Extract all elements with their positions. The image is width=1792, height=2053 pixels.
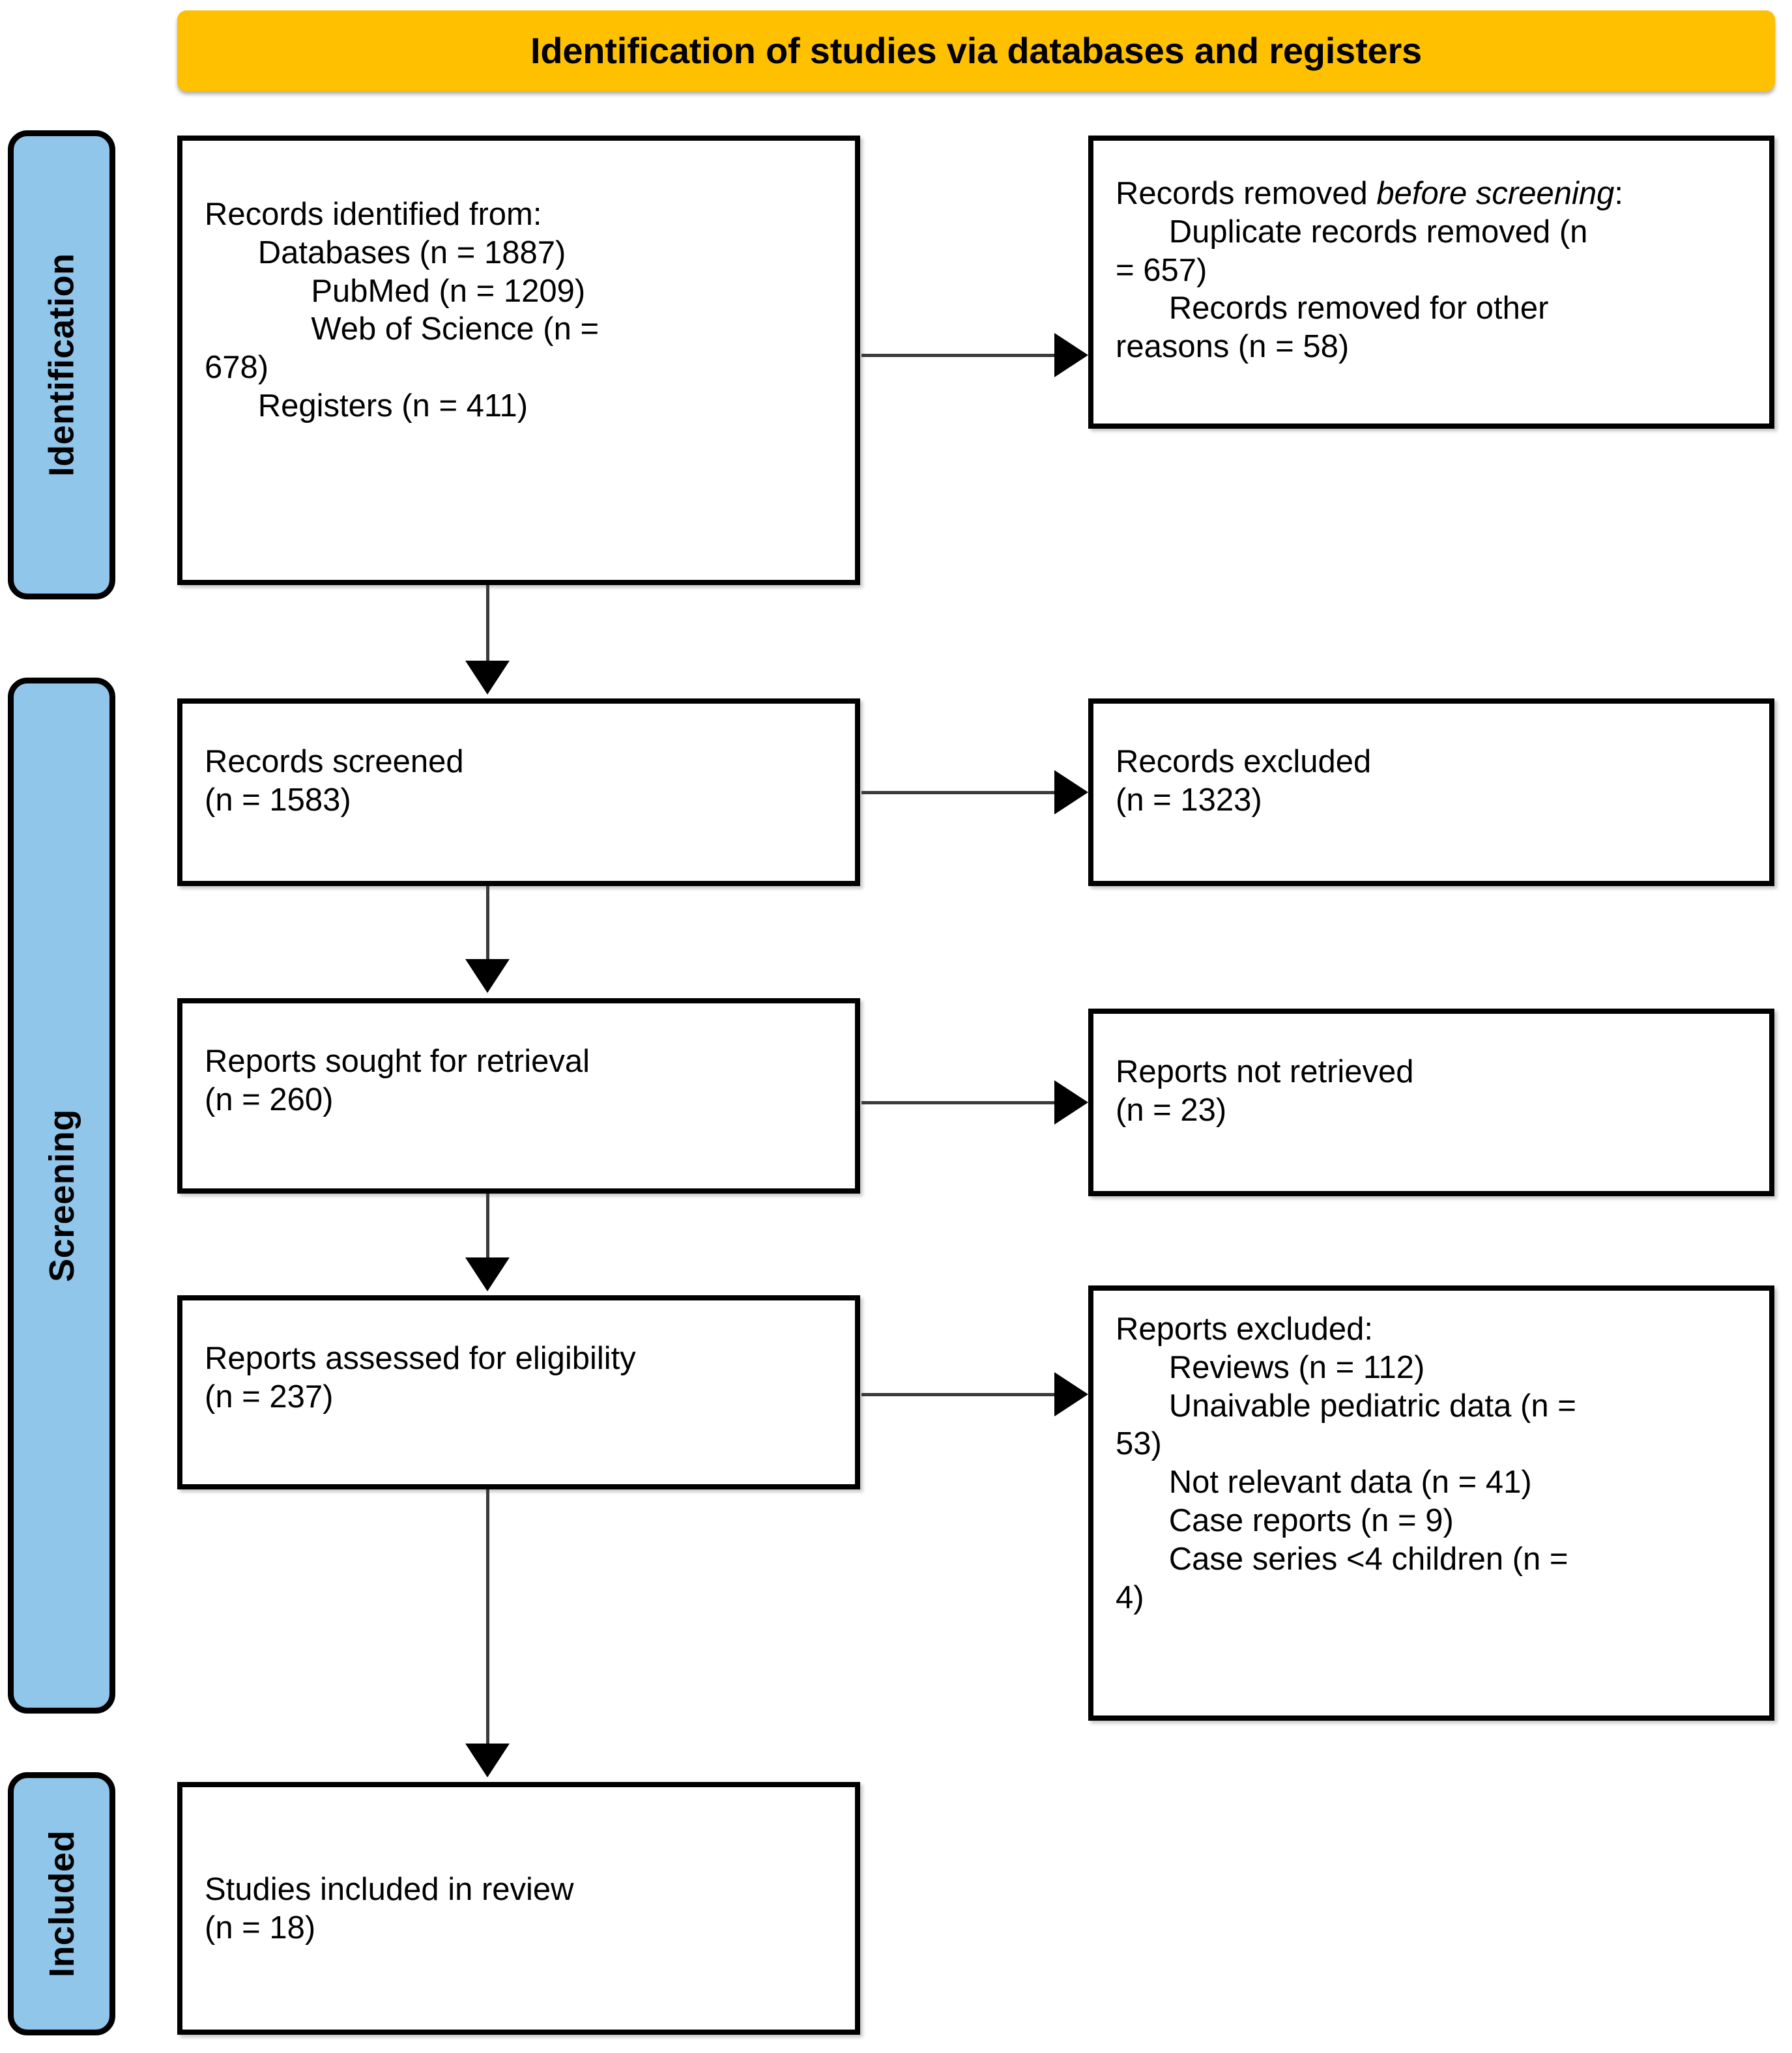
arrow-identified-to-screened-head [465, 661, 510, 695]
stage-label-identification: Identification [8, 130, 115, 599]
arrow-identified-to-screened-line [486, 585, 489, 662]
arrow-assessed-to-reports-excluded-head [1054, 1372, 1088, 1416]
page-title: Identification of studies via databases … [530, 29, 1423, 71]
arrow-screened-to-sought-head [465, 959, 510, 993]
stage-label-screening: Screening [8, 678, 115, 1714]
records-excluded-box: Records excluded (n = 1323) [1088, 698, 1774, 886]
records-identified-box: Records identified from: Databases (n = … [177, 136, 860, 585]
records-removed-heading-suffix: : [1614, 176, 1623, 211]
arrow-identified-to-removed-line [861, 354, 1054, 357]
records-screened-box: Records screened (n = 1583) [177, 698, 860, 886]
records-removed-box: Records removed before screening: Duplic… [1088, 136, 1774, 429]
reports-excluded-text: Reports excluded: Reviews (n = 112) Unai… [1116, 1312, 1576, 1615]
records-removed-text: Duplicate records removed (n = 657) Reco… [1116, 214, 1588, 365]
reports-sought-box: Reports sought for retrieval (n = 260) [177, 998, 860, 1194]
arrow-sought-to-not-retrieved-head [1054, 1080, 1088, 1125]
records-removed-heading: Records removed before screening: [1116, 175, 1747, 213]
arrow-sought-to-assessed-line [486, 1194, 489, 1267]
records-identified-text: Records identified from: Databases (n = … [205, 197, 600, 424]
stage-label-included-text: Included [42, 1830, 81, 1978]
studies-included-text: Studies included in review (n = 18) [205, 1872, 574, 1945]
stage-label-identification-text: Identification [42, 253, 81, 477]
reports-not-retrieved-box: Reports not retrieved (n = 23) [1088, 1009, 1774, 1196]
reports-not-retrieved-text: Reports not retrieved (n = 23) [1116, 1054, 1414, 1128]
arrow-screened-to-excluded-line [861, 791, 1054, 794]
arrow-sought-to-not-retrieved-line [861, 1101, 1054, 1104]
arrow-assessed-to-included-line [486, 1489, 489, 1746]
arrow-assessed-to-reports-excluded-line [861, 1393, 1054, 1396]
reports-assessed-box: Reports assessed for eligibility (n = 23… [177, 1295, 860, 1489]
records-excluded-text: Records excluded (n = 1323) [1116, 744, 1372, 818]
arrow-assessed-to-included-head [465, 1744, 510, 1777]
reports-assessed-text: Reports assessed for eligibility (n = 23… [205, 1341, 636, 1414]
reports-excluded-box: Reports excluded: Reviews (n = 112) Unai… [1088, 1285, 1774, 1721]
arrow-screened-to-excluded-head [1054, 770, 1088, 814]
arrow-identified-to-removed-head [1054, 333, 1088, 377]
arrow-screened-to-sought-line [486, 886, 489, 960]
studies-included-box: Studies included in review (n = 18) [177, 1782, 860, 2035]
stage-label-included: Included [8, 1772, 115, 2035]
records-removed-heading-prefix: Records removed [1116, 176, 1377, 211]
records-screened-text: Records screened (n = 1583) [205, 744, 464, 818]
stage-label-screening-text: Screening [42, 1109, 81, 1282]
reports-sought-text: Reports sought for retrieval (n = 260) [205, 1044, 590, 1117]
arrow-sought-to-assessed-head [465, 1257, 510, 1291]
records-removed-heading-italic: before screening [1376, 176, 1615, 211]
diagram-header-banner: Identification of studies via databases … [177, 10, 1775, 91]
